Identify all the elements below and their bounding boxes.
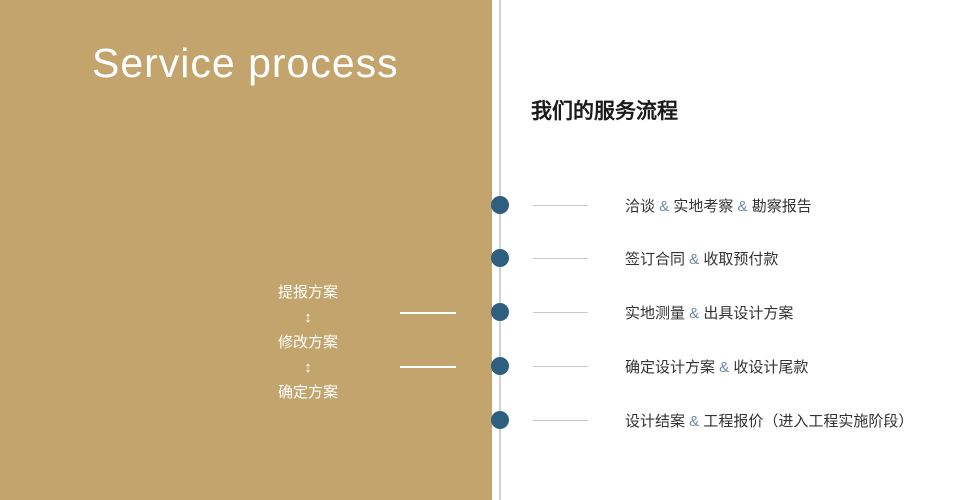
- revision-steps: 提报方案 ↕ 修改方案 ↕ 确定方案: [250, 284, 366, 402]
- process-item-label: 确定设计方案 & 收设计尾款: [625, 358, 809, 376]
- up-down-arrow-icon: ↕: [304, 359, 312, 376]
- ampersand-separator: &: [685, 250, 704, 268]
- left-panel: Service process 提报方案 ↕ 修改方案 ↕ 确定方案: [0, 0, 492, 500]
- process-item-label: 签订合同 & 收取预付款: [625, 250, 779, 268]
- item-connector-line: [533, 419, 588, 421]
- process-item-label: 设计结案 & 工程报价（进入工程实施阶段）: [625, 412, 914, 430]
- item-connector-line: [533, 257, 588, 259]
- timeline-dot: [491, 249, 509, 267]
- item-connector-line: [533, 311, 588, 313]
- process-item-label: 实地测量 & 出具设计方案: [625, 304, 794, 322]
- step-label-confirm: 确定方案: [277, 384, 338, 401]
- process-item: 设计结案 & 工程报价（进入工程实施阶段）: [533, 410, 913, 430]
- ampersand-separator: &: [733, 197, 752, 215]
- process-item: 洽谈 & 实地考察 & 勘察报告: [533, 195, 812, 215]
- section-title: 我们的服务流程: [531, 100, 678, 123]
- process-item: 确定设计方案 & 收设计尾款: [533, 356, 808, 376]
- process-item-label: 洽谈 & 实地考察 & 勘察报告: [625, 197, 812, 215]
- ampersand-separator: &: [685, 304, 704, 322]
- steps-connector-line: [400, 312, 456, 314]
- steps-connector-line: [400, 366, 456, 368]
- item-connector-line: [533, 204, 588, 206]
- timeline-dot: [491, 196, 509, 214]
- process-item: 签订合同 & 收取预付款: [533, 248, 778, 268]
- process-item: 实地测量 & 出具设计方案: [533, 302, 793, 322]
- ampersand-separator: &: [685, 412, 704, 430]
- timeline-dot: [491, 303, 509, 321]
- ampersand-separator: &: [655, 197, 674, 215]
- step-label-submit: 提报方案: [277, 284, 338, 301]
- up-down-arrow-icon: ↕: [304, 309, 312, 326]
- timeline-dot: [491, 357, 509, 375]
- ampersand-separator: &: [715, 358, 734, 376]
- timeline-dot: [491, 411, 509, 429]
- step-label-revise: 修改方案: [277, 334, 338, 351]
- item-connector-line: [533, 365, 588, 367]
- service-process-title: Service process: [92, 40, 399, 86]
